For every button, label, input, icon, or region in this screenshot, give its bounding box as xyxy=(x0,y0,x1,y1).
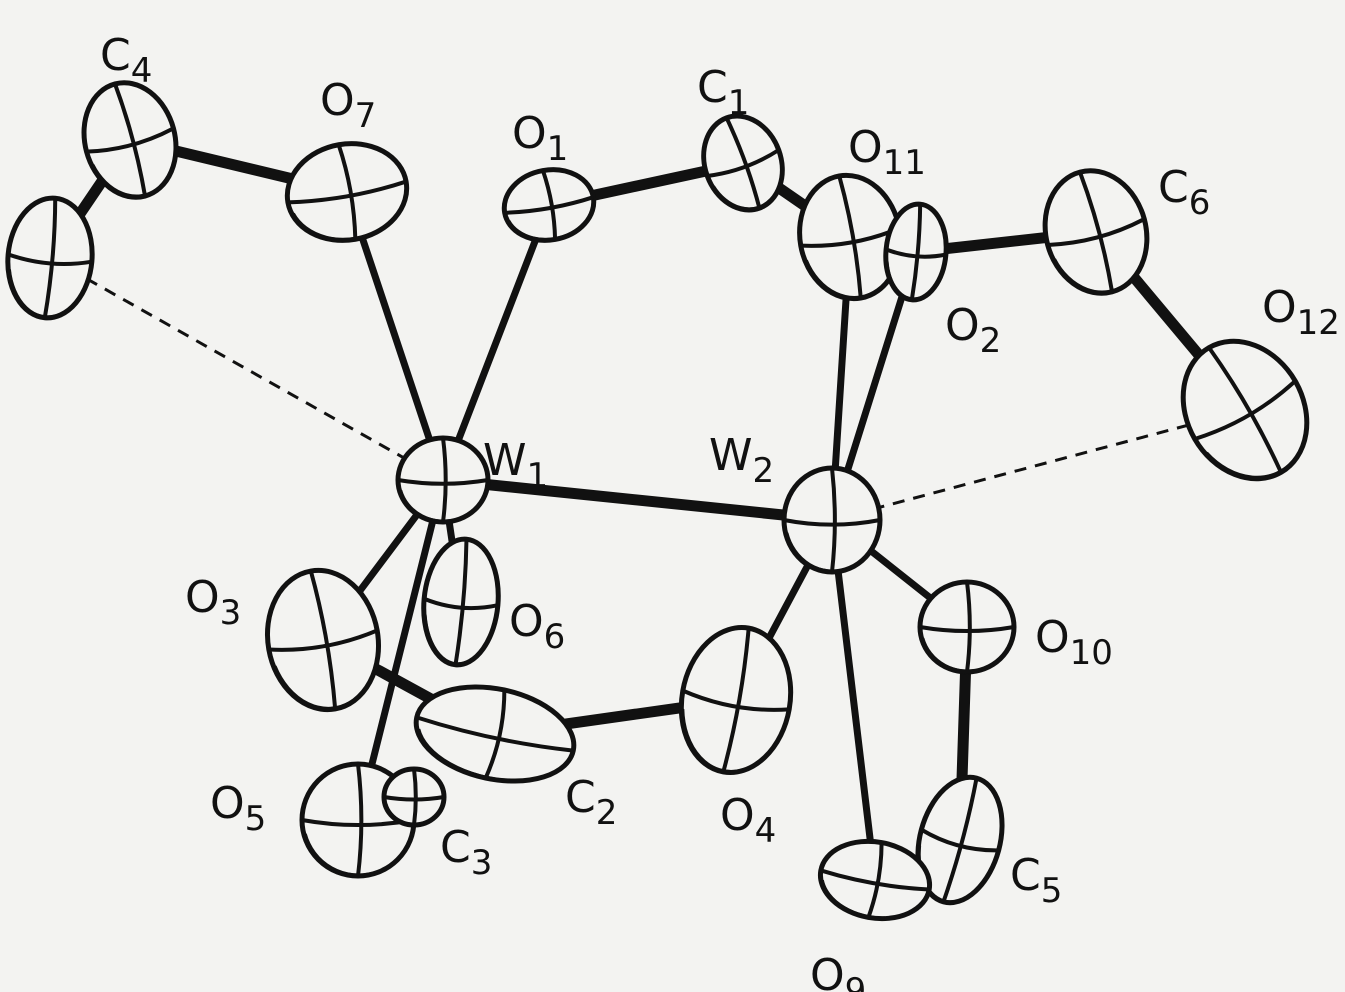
label-o2: O2 xyxy=(945,300,1001,361)
atom-c6 xyxy=(1042,168,1150,296)
atom-c4b xyxy=(5,195,95,321)
label-o3: O3 xyxy=(185,572,241,633)
bond-W2-O9 xyxy=(828,516,879,884)
atom-o4 xyxy=(678,625,794,775)
label-o9: O9 xyxy=(810,950,866,992)
label-o5: O5 xyxy=(210,778,266,839)
contact-W2-O12 xyxy=(831,408,1246,522)
label-c6: C6 xyxy=(1158,162,1210,223)
label-o4: O4 xyxy=(720,790,776,851)
atom-o1 xyxy=(501,167,597,243)
atom-w1 xyxy=(395,435,491,525)
label-o7: O7 xyxy=(320,75,376,136)
label-c4: C4 xyxy=(100,30,152,91)
label-o6: O6 xyxy=(509,596,565,657)
atom-o7 xyxy=(284,141,410,243)
atom-o10 xyxy=(917,579,1017,675)
atom-o9 xyxy=(817,838,933,922)
label-o12: O12 xyxy=(1262,282,1340,343)
atom-o6 xyxy=(421,536,501,668)
contact-C4b-W1 xyxy=(49,256,444,482)
label-c5: C5 xyxy=(1010,850,1062,911)
bond-O1-W1 xyxy=(439,201,553,484)
label-c2: C2 xyxy=(565,772,617,833)
atom-c2 xyxy=(413,684,577,784)
atom-c4 xyxy=(81,80,179,200)
bond-W1-W2 xyxy=(437,474,838,526)
atom-w2 xyxy=(781,465,883,575)
atom-o3 xyxy=(264,567,382,713)
label-w2: W2 xyxy=(709,430,774,491)
label-w1: W1 xyxy=(483,435,548,496)
label-o11: O11 xyxy=(848,122,926,183)
label-o1: O1 xyxy=(512,108,568,169)
atom-o11 xyxy=(797,172,903,302)
atom-c5 xyxy=(915,774,1005,906)
label-c3: C3 xyxy=(440,822,492,883)
contact-lines xyxy=(49,256,1246,522)
atom-c1 xyxy=(701,113,785,213)
label-o10: O10 xyxy=(1035,612,1113,673)
atom-ellipsoids xyxy=(5,80,1310,922)
atom-o12 xyxy=(1180,338,1310,482)
atom-c3 xyxy=(381,766,447,828)
label-c1: C1 xyxy=(697,62,749,123)
atom-o2 xyxy=(883,201,949,303)
